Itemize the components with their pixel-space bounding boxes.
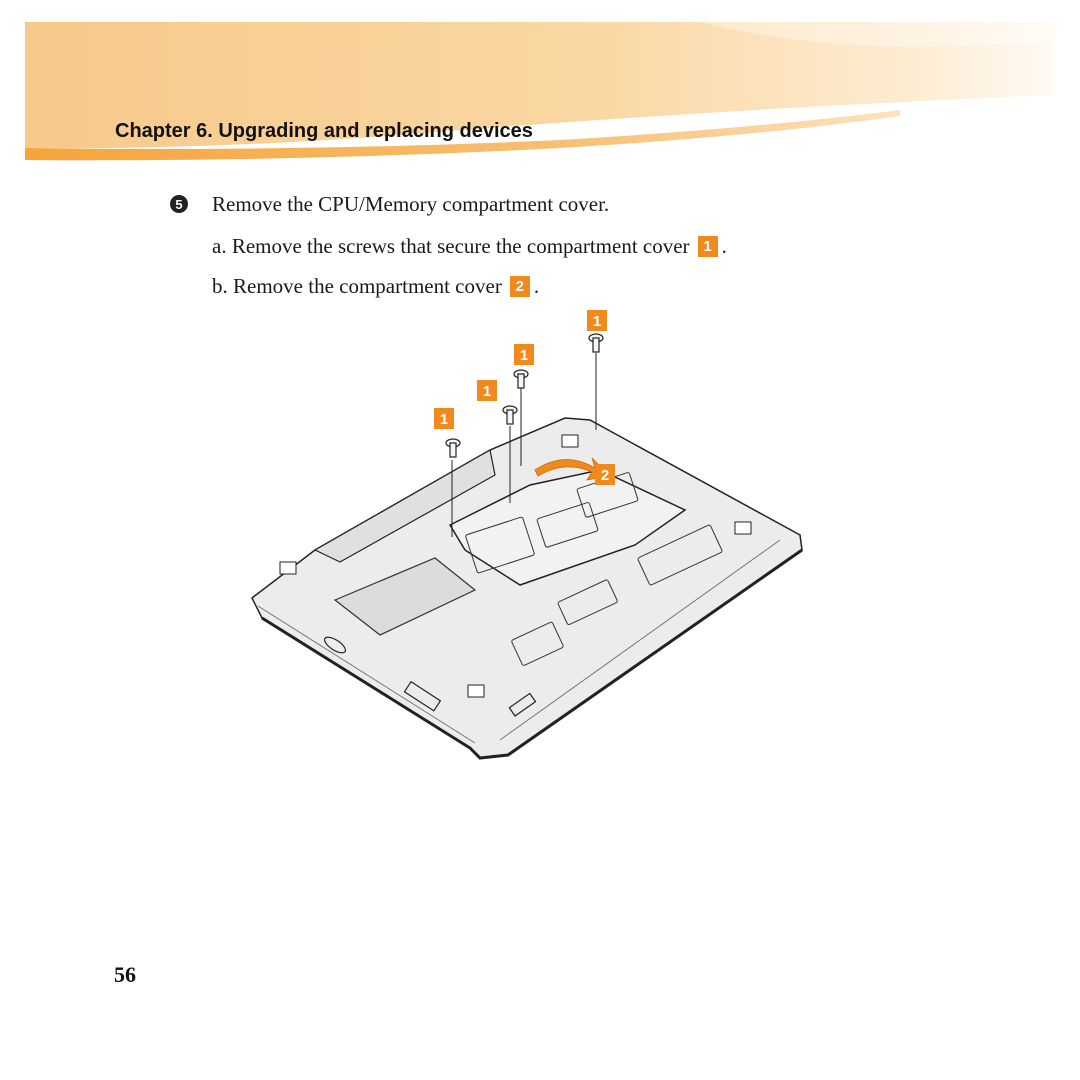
substep-b-text: b. Remove the compartment cover: [212, 274, 502, 298]
compartment-cover: [448, 469, 687, 586]
svg-text:1: 1: [440, 411, 448, 428]
substep-b-end: .: [533, 274, 540, 298]
svg-text:1: 1: [483, 383, 491, 400]
callout-badge-1: 1: [697, 235, 718, 257]
screw-callout-1: 1: [434, 408, 454, 429]
screw-callout-1: 1: [477, 380, 497, 401]
cover-callout-2: 2: [595, 464, 615, 485]
screw-icon: [502, 405, 518, 425]
step-instruction: Remove the CPU/Memory compartment cover.: [212, 192, 610, 216]
side-ports: [323, 636, 537, 717]
battery-outline: [313, 449, 496, 563]
rubber-foot: [467, 684, 485, 698]
screw-icon: [513, 369, 529, 389]
rubber-foot: [279, 561, 297, 575]
screw-icon: [445, 438, 461, 458]
svg-text:1: 1: [520, 347, 528, 364]
screw-callout-1: 1: [587, 310, 607, 331]
chapter-title: Chapter 6. Upgrading and replacing devic…: [115, 120, 533, 142]
callout-badge-2: 2: [509, 275, 530, 297]
screw-guide-lines: [451, 353, 597, 537]
screw-callout-1: 1: [514, 344, 534, 365]
svg-text:1: 1: [593, 313, 601, 330]
substep-a: a. Remove the screws that secure the com…: [212, 232, 727, 260]
svg-text:2: 2: [601, 467, 609, 484]
substep-a-text: a. Remove the screws that secure the com…: [212, 234, 690, 258]
header-band: [25, 22, 1055, 161]
page-number: 56: [114, 962, 136, 987]
substep-b: b. Remove the compartment cover 2 .: [212, 272, 539, 300]
rubber-foot: [734, 521, 752, 535]
left-panel: [333, 557, 477, 636]
laptop-underside-illustration: 1 1 1 1 2: [251, 310, 803, 760]
screw-icon: [588, 333, 604, 353]
step-5: 5 Remove the CPU/Memory compartment cove…: [170, 190, 609, 218]
substep-a-end: .: [721, 234, 727, 258]
step-number-badge: 5: [170, 195, 188, 213]
right-vents: [511, 524, 723, 666]
rubber-foot: [561, 434, 579, 448]
